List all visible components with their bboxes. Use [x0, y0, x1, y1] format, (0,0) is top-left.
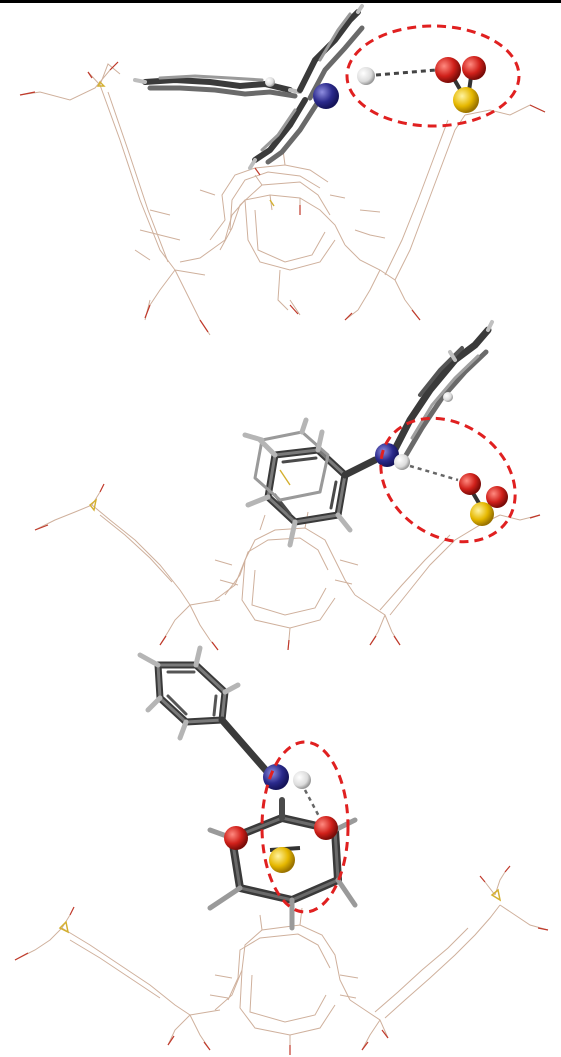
- sulfur-atom-1: [453, 87, 479, 113]
- highlight-ellipse-2: [379, 416, 517, 544]
- host-wireframe-3-oxygen: [14, 865, 549, 1055]
- host-wireframe-1-sulfur: [96, 80, 275, 207]
- oxygen-atom-3a: [224, 826, 248, 850]
- guest-lower-ring-3: [207, 797, 358, 931]
- oxygen-atom-1b: [462, 56, 486, 80]
- hydrogen-atom-1a: [265, 77, 275, 87]
- panel-2: [34, 320, 541, 651]
- hydrogen-atom-3: [293, 771, 311, 789]
- host-wireframe-2-oxygen: [34, 483, 541, 651]
- oxygen-atom-3b: [314, 816, 338, 840]
- host-wireframe-2-sulfur: [89, 469, 291, 512]
- hydrogen-atom-2a: [443, 392, 453, 402]
- host-wireframe-3: [14, 871, 549, 1055]
- oxygen-atom-1a: [435, 57, 461, 83]
- highlight-ellipse-1: [345, 24, 521, 128]
- top-border-rule: [0, 0, 561, 3]
- host-wireframe-1-oxygen: [19, 61, 546, 333]
- nitrogen-atom-1: [313, 83, 339, 109]
- nitrogen-atom-3: [263, 764, 289, 790]
- panel-3: [14, 645, 549, 1055]
- hydrogen-atom-2: [394, 454, 410, 470]
- sulfur-atom-2: [470, 502, 494, 526]
- panel-1: [19, 4, 546, 336]
- guest-phenyl-ring-3: [137, 645, 274, 779]
- guest-second-ring-2: [388, 320, 494, 465]
- guest-molecule-1: [133, 4, 365, 170]
- hydrogen-bond-2: [409, 464, 459, 482]
- highlight-ellipse-3: [260, 740, 350, 914]
- hydrogen-bond-1: [375, 68, 437, 77]
- nitrogen-atom-2: [375, 443, 399, 467]
- host-wireframe-3-sulfur: [58, 888, 502, 934]
- oxygen-atom-2a: [459, 473, 481, 495]
- oxygen-atom-2b: [486, 486, 508, 508]
- guest-phenyl-ring-2: [242, 417, 379, 548]
- sulfur-atom-3: [269, 847, 295, 873]
- hydrogen-bond-3: [303, 789, 324, 823]
- hydrogen-atom-1: [357, 67, 375, 85]
